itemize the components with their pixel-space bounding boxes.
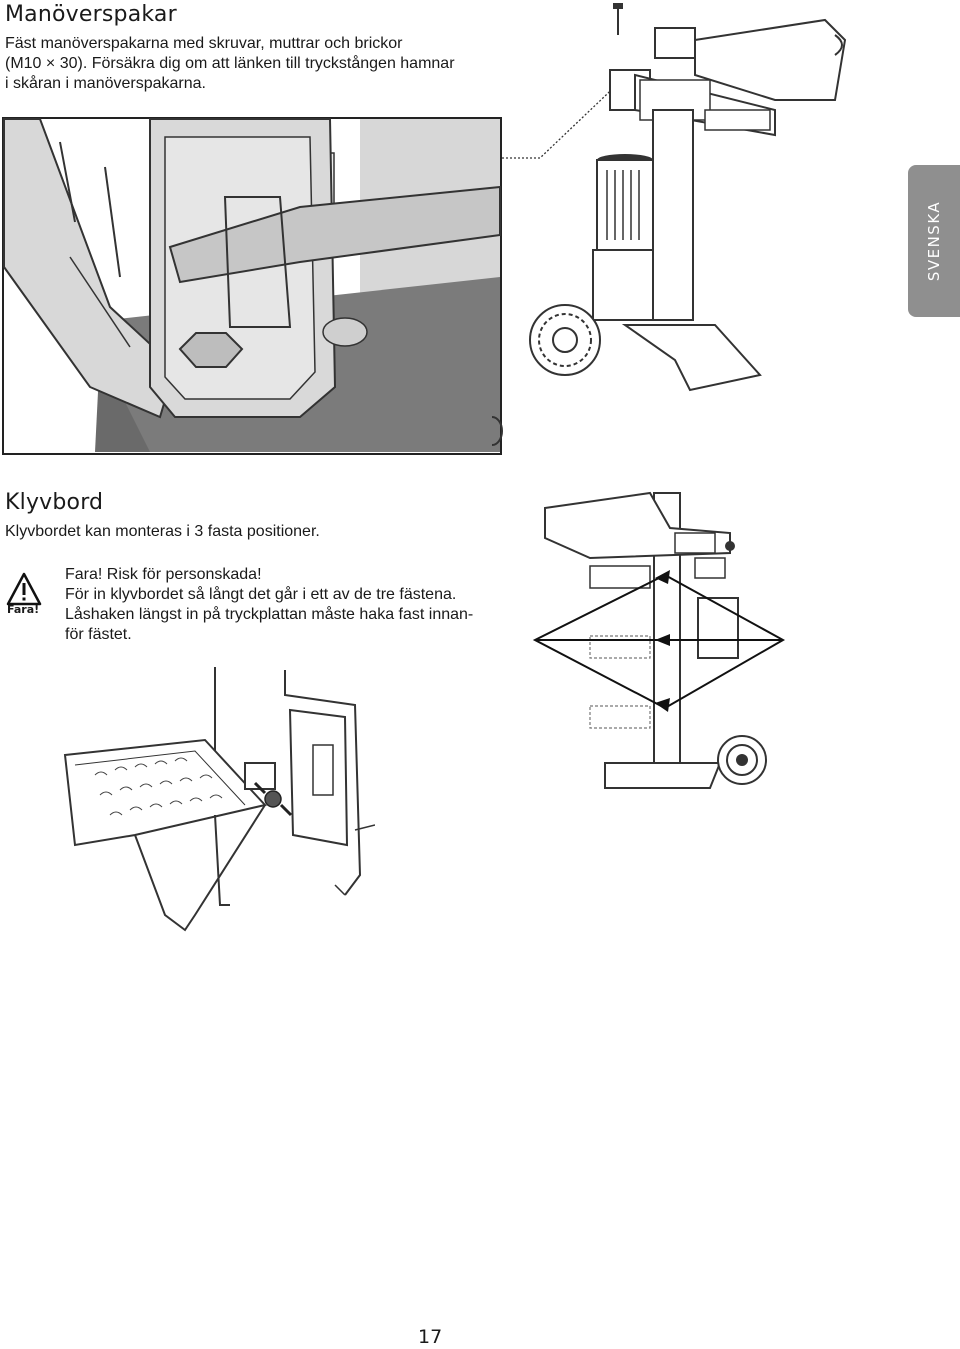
text-line: Fäst manöverspakarna med skruvar, muttra…: [5, 35, 403, 52]
section-heading-klyvbord: Klyvbord: [5, 490, 104, 515]
language-tab: SVENSKA: [908, 165, 960, 317]
section-text-klyvbord: Klyvbordet kan monteras i 3 fasta positi…: [5, 522, 320, 542]
language-tab-label: SVENSKA: [925, 200, 943, 282]
text-line: Klyvbordet kan monteras i 3 fasta positi…: [5, 523, 320, 540]
warning-line: För in klyvbordet så långt det går i ett…: [65, 586, 457, 603]
warning-text: Fara! Risk för personskada! För in klyvb…: [65, 565, 473, 645]
warning-line: Låshaken längst in på tryckplattan måste…: [65, 606, 474, 623]
text-line: (M10 × 30). Försäkra dig om att länken t…: [5, 55, 455, 72]
warning-triangle-icon: [6, 572, 42, 606]
warning-icon-label: Fara!: [7, 603, 40, 616]
lever-detail-illustration: [2, 117, 503, 455]
warning-title: Fara! Risk för personskada!: [65, 566, 262, 583]
log-splitter-illustration: [529, 3, 847, 392]
section-text-manoverspakar: Fäst manöverspakarna med skruvar, muttra…: [5, 34, 455, 94]
detail-leader-line: [502, 75, 627, 159]
page-number: 17: [418, 1326, 443, 1348]
text-line: i skåran i manöverspakarna.: [5, 75, 206, 92]
section-heading-manoverspakar: Manöverspakar: [5, 2, 177, 27]
warning-line: för fästet.: [65, 626, 132, 643]
table-bracket-illustration: [63, 667, 375, 932]
table-positions-illustration: [532, 491, 786, 789]
